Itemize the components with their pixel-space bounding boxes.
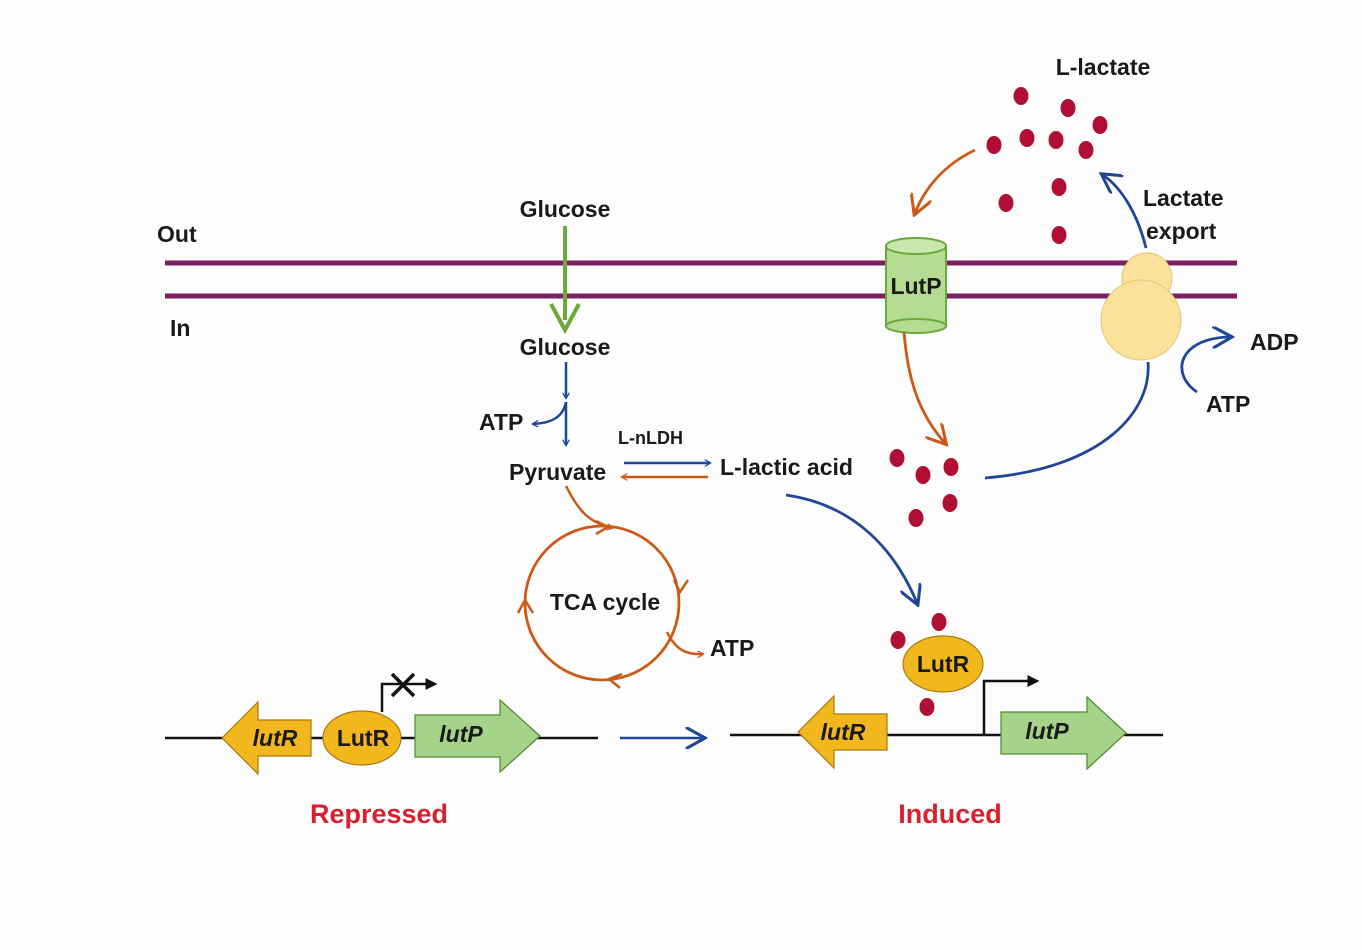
lactate-molecule	[943, 458, 959, 476]
repressed-operon: lutR LutR lutP	[165, 672, 598, 776]
lutp-channel	[885, 237, 947, 334]
status-repressed: Repressed	[310, 799, 448, 829]
blocked-promoter-arrow	[380, 678, 438, 712]
extracellular-lactate-molecules	[986, 87, 1108, 244]
lactate-export-arrow	[1103, 175, 1148, 249]
lutr-bound-lactate	[890, 613, 947, 716]
lutp-import-arrow	[902, 331, 945, 443]
lactate-molecule	[1078, 141, 1094, 159]
label-glucose-out: Glucose	[520, 196, 611, 222]
repressed-lutp-gene-label: lutP	[439, 721, 483, 747]
label-glucose-in: Glucose	[520, 334, 611, 360]
induced-lutr-protein	[902, 635, 984, 693]
repressed-lutr-protein-label: LutR	[337, 725, 390, 751]
pyruvate-to-tca-arrow	[564, 485, 612, 528]
induced-lutp-gene-label: lutP	[1025, 718, 1069, 744]
induced-lutr-gene	[797, 694, 888, 770]
lactate-molecule	[1019, 129, 1035, 147]
induced-operon: lutR lutP LutR	[730, 613, 1163, 771]
label-lactic-acid: L-lactic acid	[720, 454, 853, 480]
induced-lutr-protein-label: LutR	[917, 651, 970, 677]
repressed-lutr-gene-label: lutR	[253, 725, 298, 751]
label-enzyme: L-nLDH	[618, 428, 683, 448]
lactate-molecule	[942, 494, 958, 512]
lactate-molecule	[889, 449, 905, 467]
tca-atp-arrow	[665, 631, 703, 654]
tca-cycle-ring	[516, 519, 690, 689]
lactate-molecule	[919, 698, 935, 716]
label-export-line1: Lactate	[1143, 185, 1224, 211]
repressed-lutp-gene	[414, 698, 541, 774]
active-promoter-arrow	[982, 675, 1040, 735]
label-atp-tca: ATP	[710, 635, 754, 661]
label-pyruvate: Pyruvate	[509, 459, 606, 485]
lactate-to-lutr-arrow	[785, 493, 917, 603]
lactate-molecule	[931, 613, 947, 631]
lactate-molecule	[908, 509, 924, 527]
label-tca: TCA cycle	[550, 589, 660, 615]
repressed-lutr-protein	[322, 710, 402, 766]
lactate-molecule	[1092, 116, 1108, 134]
label-in: In	[170, 315, 190, 341]
lactate-molecule	[1051, 178, 1067, 196]
label-export-line2: export	[1146, 218, 1217, 244]
lactate-exporter	[1100, 252, 1182, 361]
lactate-molecule	[890, 631, 906, 649]
label-lutp-channel: LutP	[890, 273, 941, 299]
intracellular-lactate-molecules	[889, 449, 959, 527]
label-lactate-ext: L-lactate	[1056, 54, 1151, 80]
label-atp-export: ATP	[1206, 391, 1250, 417]
lactate-to-exporter-line	[984, 361, 1150, 480]
lactate-molecule	[1048, 131, 1064, 149]
label-atp-glycolysis: ATP	[479, 409, 523, 435]
label-adp: ADP	[1250, 329, 1299, 355]
repressed-lutr-gene	[221, 700, 312, 776]
lactate-molecule	[986, 136, 1002, 154]
cell-membrane	[165, 260, 1237, 299]
atp-branch-arrow	[533, 401, 568, 424]
induced-lutr-gene-label: lutR	[821, 719, 866, 745]
induced-lutp-gene	[1000, 695, 1127, 771]
lactate-molecule	[1060, 99, 1076, 117]
lactate-molecule	[915, 466, 931, 484]
glucose-uptake-arrow	[549, 226, 581, 335]
lactate-molecule	[1051, 226, 1067, 244]
blocked-x-icon	[390, 672, 416, 698]
lactate-molecule	[998, 194, 1014, 212]
lactate-uptake-arrow	[915, 148, 976, 213]
lactate-molecule	[1013, 87, 1029, 105]
status-induced: Induced	[898, 799, 1002, 829]
label-out: Out	[157, 221, 197, 247]
atp-to-adp-arrow	[1180, 337, 1230, 394]
